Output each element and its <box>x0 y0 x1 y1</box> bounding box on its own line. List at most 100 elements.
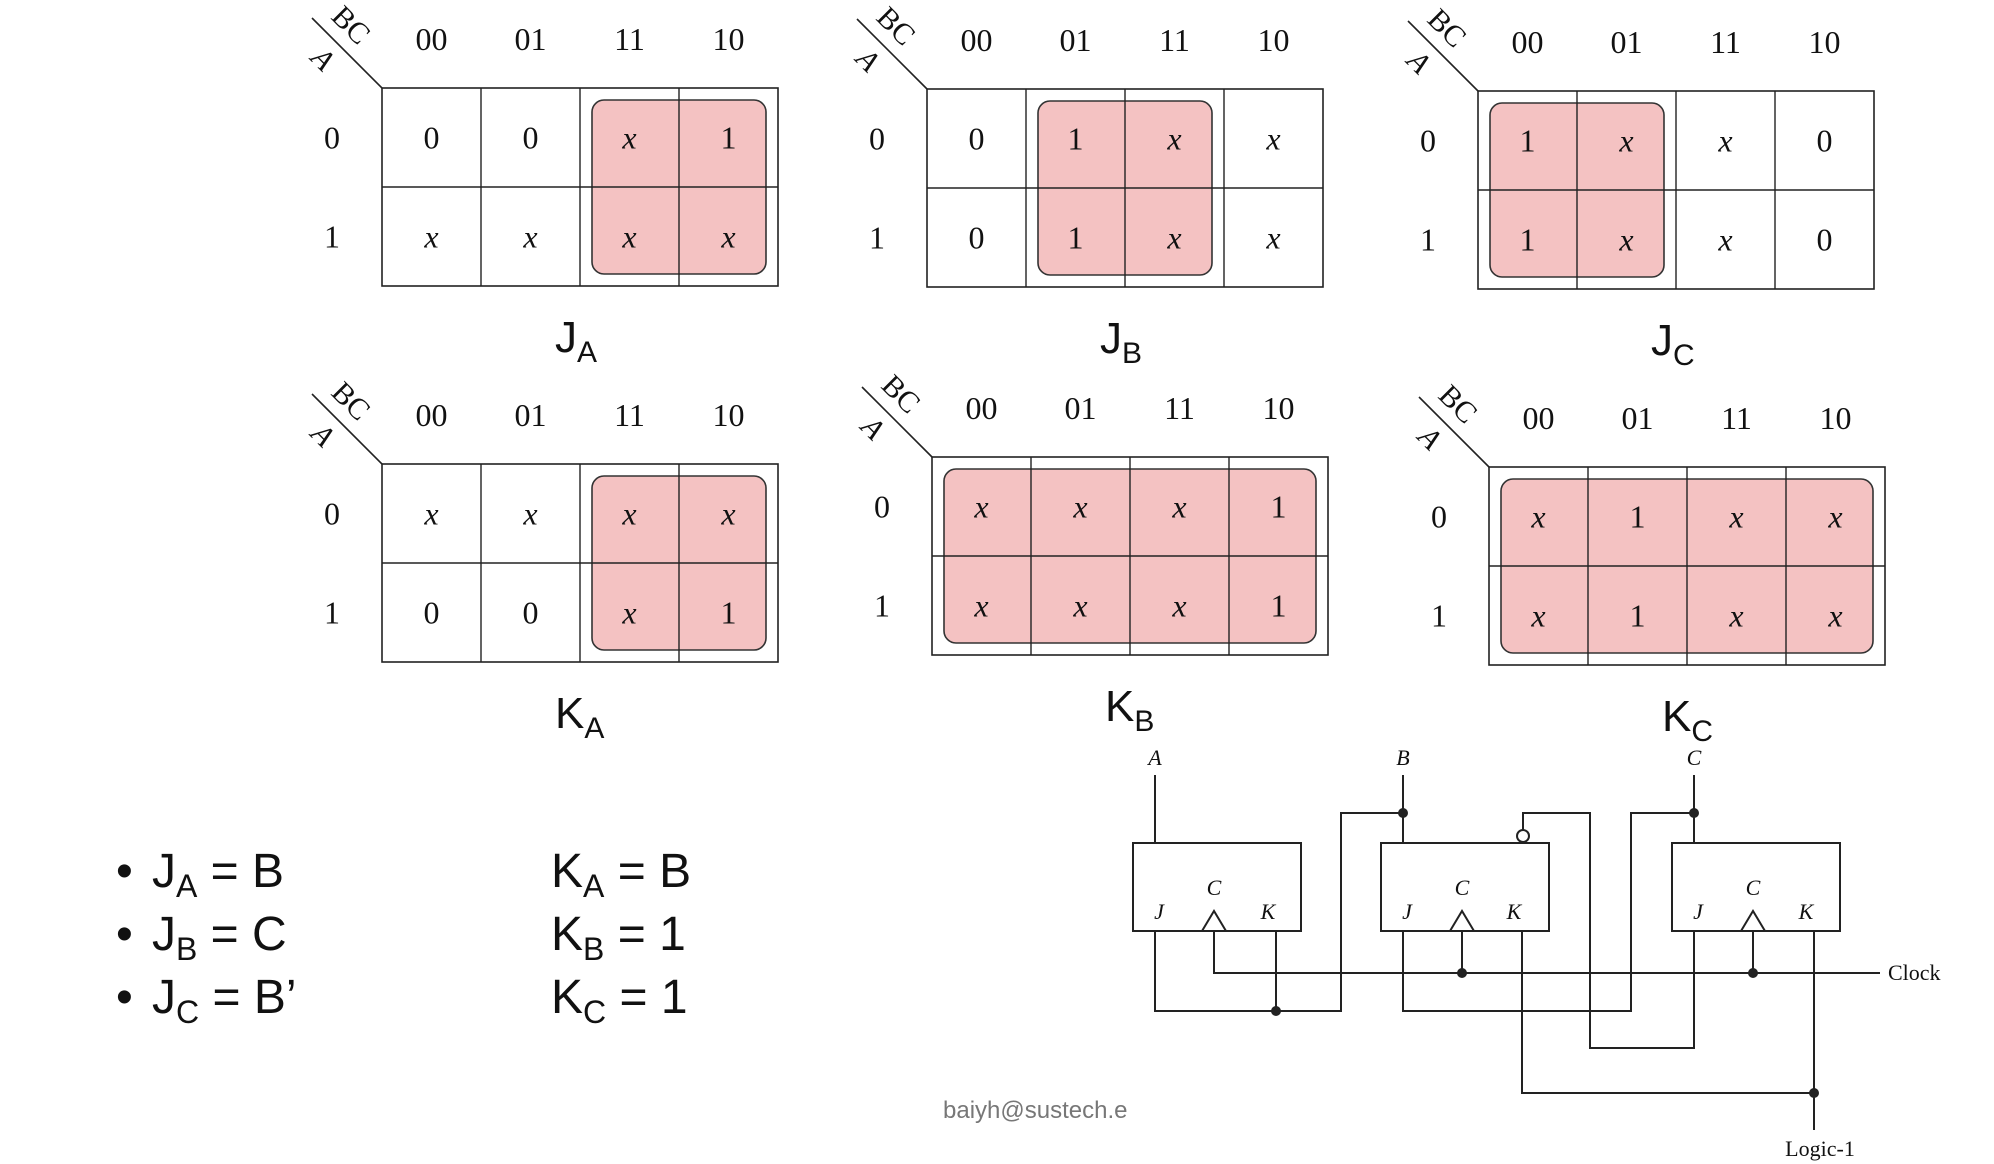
kmap-cell: x <box>973 489 988 525</box>
kmap-row-var: A <box>848 41 886 79</box>
kmap-title: JB <box>1100 314 1142 370</box>
kmap-cell: x <box>621 219 636 255</box>
kmap-cell: x <box>1166 220 1181 256</box>
jk-flipflop-b <box>1380 842 1550 932</box>
equation-row: •JC = B’KC = 1 <box>116 971 688 1030</box>
logic1-to-kb <box>1521 931 1814 1094</box>
kmap-col-header: 10 <box>1820 400 1852 436</box>
kmap-cell: x <box>423 496 438 532</box>
kmap-row-header: 1 <box>869 220 885 256</box>
kmap-cell: x <box>1827 598 1842 634</box>
kmap-cell: x <box>1618 222 1633 258</box>
pin-k-label: K <box>1506 899 1523 924</box>
kmap-cell: x <box>1728 499 1743 535</box>
pin-k-label: K <box>1260 899 1277 924</box>
kmap-row-header: 1 <box>324 219 340 255</box>
kmap-row-header: 0 <box>874 489 890 525</box>
clock-label: Clock <box>1888 960 1941 985</box>
kmap-col-header: 00 <box>1523 400 1555 436</box>
kmap-cell: x <box>1530 499 1545 535</box>
j-equation: JA = B <box>152 845 284 904</box>
k-equation: KA = B <box>551 845 691 904</box>
flipflop-body <box>1132 842 1302 932</box>
kmap-title: JA <box>555 313 597 369</box>
kmap-cell: 1 <box>721 120 737 156</box>
kmap-col-header: 00 <box>1512 24 1544 60</box>
kmap-cell: 0 <box>523 595 539 631</box>
kmap-row-var: A <box>303 416 341 454</box>
kmap-row-var: A <box>1410 419 1448 457</box>
kmap-col-var: BC <box>325 0 377 51</box>
kmap-corner-diagonal <box>311 393 383 465</box>
kmap-row-var: A <box>1399 43 1437 81</box>
kmap-cell: 0 <box>969 121 985 157</box>
kmap-row-header: 1 <box>1420 222 1436 258</box>
kmap-cell: x <box>973 588 988 624</box>
kmap-row-var: A <box>853 409 891 447</box>
kmap-cell: 1 <box>1630 598 1646 634</box>
kmap-col-header: 11 <box>1159 22 1190 58</box>
bprime-to-jc <box>1522 812 1695 1049</box>
c-to-jb <box>1402 812 1694 1012</box>
pin-c-label: C <box>1455 875 1470 900</box>
kmap-cell: 0 <box>424 120 440 156</box>
kmap-cell: x <box>522 219 537 255</box>
kmap-cell: 1 <box>721 595 737 631</box>
kmap-cell: x <box>1265 220 1280 256</box>
kmap-col-header: 11 <box>1721 400 1752 436</box>
j-equation: JB = C <box>152 908 287 967</box>
kmap-cell: x <box>1728 598 1743 634</box>
bullet: • <box>116 845 133 898</box>
kmap-corner-diagonal <box>1407 20 1479 92</box>
kmap-cell: x <box>1265 121 1280 157</box>
bullet: • <box>116 971 133 1024</box>
kmap-col-header: 00 <box>966 390 998 426</box>
wire-junction-dot <box>1809 1088 1819 1098</box>
kmap-cell: x <box>1717 222 1732 258</box>
kmap-col-header: 11 <box>614 397 645 433</box>
kmap-corner-diagonal <box>861 386 933 458</box>
kmap-cell: 1 <box>1068 121 1084 157</box>
kmap-cell: 1 <box>1520 222 1536 258</box>
kmap-cell: x <box>621 120 636 156</box>
kmap-cell: x <box>1827 499 1842 535</box>
kmap-col-header: 01 <box>515 397 547 433</box>
pin-c-label: C <box>1207 875 1222 900</box>
kmap-cell: x <box>621 496 636 532</box>
bullet: • <box>116 908 133 961</box>
kmap-col-var: BC <box>1421 2 1473 54</box>
kmap-row-header: 1 <box>1431 598 1447 634</box>
kmap-cell: x <box>720 219 735 255</box>
kmap-row-header: 1 <box>324 595 340 631</box>
kmap-row-header: 0 <box>324 496 340 532</box>
kmap-col-header: 00 <box>416 21 448 57</box>
kmap-cell: x <box>720 496 735 532</box>
kmap-col-header: 10 <box>713 21 745 57</box>
clock-triangle <box>1201 909 1227 932</box>
kmap-col-header: 01 <box>1065 390 1097 426</box>
pin-c-label: C <box>1746 875 1761 900</box>
kmap-cell: x <box>1717 123 1732 159</box>
kmap-cell: 1 <box>1271 588 1287 624</box>
kmap-col-header: 10 <box>1263 390 1295 426</box>
j-equation: JC = B’ <box>152 971 297 1030</box>
kmap-row-var: A <box>303 40 341 78</box>
kmap-cell: 1 <box>1271 489 1287 525</box>
jk-flipflop-a <box>1132 842 1302 932</box>
jk-flipflop-c <box>1671 842 1841 932</box>
logic1-label: Logic-1 <box>1785 1136 1855 1161</box>
clock-triangle <box>1740 909 1766 932</box>
kmap-col-header: 11 <box>1164 390 1195 426</box>
kmap-cell: 1 <box>1630 499 1646 535</box>
output-label-c: C <box>1687 745 1702 770</box>
kmap-cell: x <box>1166 121 1181 157</box>
kmap-col-header: 10 <box>713 397 745 433</box>
